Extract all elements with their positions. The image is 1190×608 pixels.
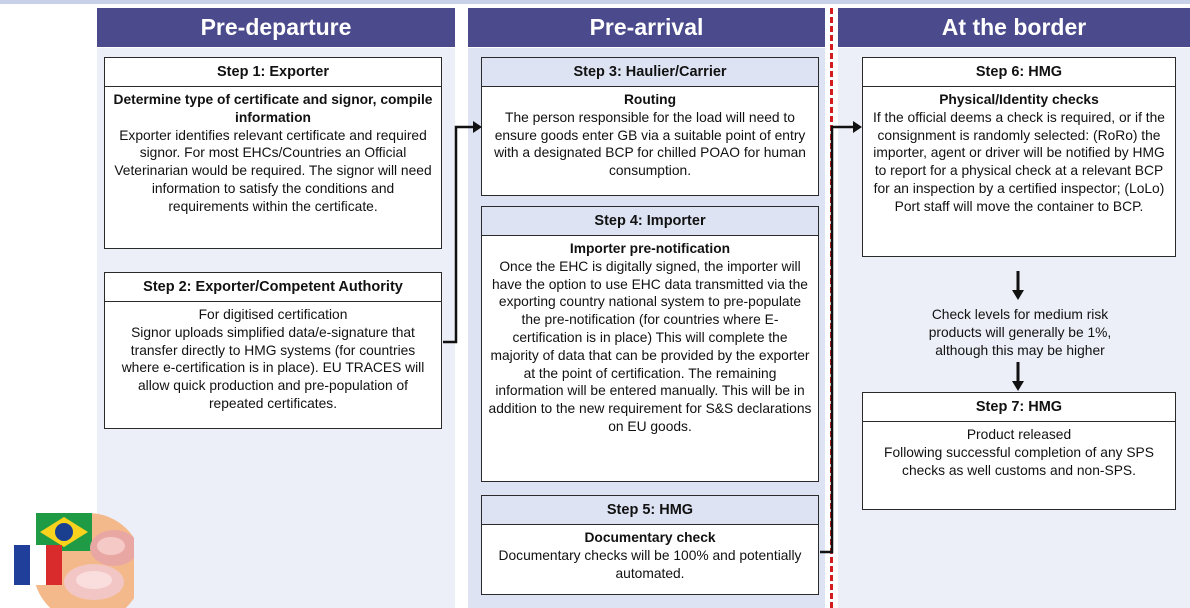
step-6-heading: Physical/Identity checks — [939, 92, 1099, 107]
step-7-box: Step 7: HMG Product released Following s… — [862, 392, 1176, 510]
step-5-text: Documentary checks will be 100% and pote… — [498, 547, 802, 581]
step-2-heading: For digitised certification — [198, 307, 348, 322]
step-2-title: Step 2: Exporter/Competent Authority — [105, 273, 441, 302]
step-4-title: Step 4: Importer — [482, 207, 818, 236]
down-arrow-icon — [1012, 362, 1024, 391]
column-header-pre-departure: Pre-departure — [97, 8, 455, 47]
step-1-box: Step 1: Exporter Determine type of certi… — [104, 57, 442, 249]
check-levels-note: Check levels for medium risk products wi… — [928, 307, 1112, 358]
step-6-title: Step 6: HMG — [863, 58, 1175, 87]
step-1-title: Step 1: Exporter — [105, 58, 441, 87]
flag-brazil-icon — [36, 513, 92, 551]
step-1-text: Exporter identifies relevant certificate… — [114, 127, 432, 214]
step-4-text: Once the EHC is digitally signed, the im… — [488, 258, 812, 434]
step-2-text: Signor uploads simplified data/e-signatu… — [121, 324, 425, 411]
meat-trade-illustration — [14, 513, 134, 608]
step-7-text: Following successful completion of any S… — [884, 444, 1154, 478]
step-3-text: The person responsible for the load will… — [494, 109, 806, 179]
meat-icon — [64, 530, 134, 600]
connector-step5-to-step6 — [820, 121, 862, 554]
down-arrow-icon — [1012, 271, 1024, 300]
step-5-box: Step 5: HMG Documentary check Documentar… — [481, 495, 819, 595]
step-7-heading: Product released — [966, 427, 1072, 442]
step-4-heading: Importer pre-notification — [569, 241, 731, 256]
flag-france-icon — [14, 545, 62, 585]
step-5-title: Step 5: HMG — [482, 496, 818, 525]
connector-step2-to-step3 — [443, 121, 482, 344]
column-header-at-the-border: At the border — [838, 8, 1190, 47]
step-5-heading: Documentary check — [584, 530, 716, 545]
step-6-box: Step 6: HMG Physical/Identity checks If … — [862, 57, 1176, 257]
step-2-box: Step 2: Exporter/Competent Authority For… — [104, 272, 442, 429]
column-header-pre-arrival: Pre-arrival — [468, 8, 825, 47]
step-1-heading: Determine type of certificate and signor… — [113, 92, 433, 125]
step-7-title: Step 7: HMG — [863, 393, 1175, 422]
top-rule — [0, 0, 1190, 4]
step-3-title: Step 3: Haulier/Carrier — [482, 58, 818, 87]
step-4-box: Step 4: Importer Importer pre-notificati… — [481, 206, 819, 482]
step-3-heading: Routing — [623, 92, 677, 107]
step-3-box: Step 3: Haulier/Carrier Routing The pers… — [481, 57, 819, 196]
step-6-text: If the official deems a check is require… — [873, 109, 1165, 214]
